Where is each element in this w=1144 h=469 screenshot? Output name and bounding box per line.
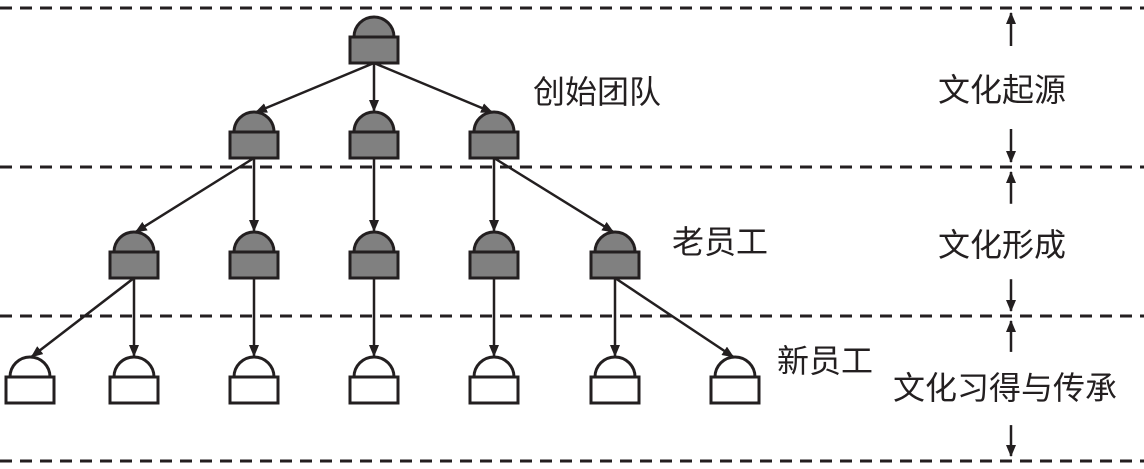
person-body-icon	[348, 130, 400, 160]
person-head-icon	[112, 230, 156, 254]
stage-label-origin: 文化起源	[938, 71, 1067, 109]
person-head-icon	[352, 15, 396, 39]
person-body-icon	[228, 375, 280, 405]
person-body-icon	[348, 250, 400, 280]
edge-arrow-0	[254, 61, 375, 114]
edge-arrow-2	[373, 61, 494, 114]
person-head-icon	[232, 355, 276, 379]
tier-label-founders: 创始团队	[533, 73, 662, 111]
tier-label-new: 新员工	[777, 342, 874, 380]
edge-arrow-8	[30, 277, 135, 358]
person-body-icon	[468, 250, 520, 280]
person-body-icon	[228, 130, 280, 160]
person-node-new-5	[589, 355, 641, 405]
person-node-new-6	[709, 355, 761, 405]
person-body-icon	[108, 250, 160, 280]
person-body-icon	[108, 375, 160, 405]
person-node-veteran-0	[108, 230, 160, 280]
person-body-icon	[348, 35, 400, 65]
person-node-veteran-3	[468, 230, 520, 280]
stage-label-transmission: 文化习得与传承	[893, 369, 1118, 407]
person-body-icon	[468, 130, 520, 160]
person-node-senior-1	[348, 110, 400, 160]
edge-arrow-7	[493, 156, 615, 234]
person-head-icon	[232, 230, 276, 254]
person-head-icon	[352, 110, 396, 134]
divider-lines	[0, 6, 1144, 463]
person-node-new-2	[228, 355, 280, 405]
person-body-icon	[589, 375, 641, 405]
person-body-icon	[348, 375, 400, 405]
person-node-founders-0	[348, 15, 400, 65]
person-head-icon	[232, 110, 276, 134]
person-nodes	[4, 15, 761, 405]
connection-arrows	[30, 61, 735, 358]
edge-arrow-14	[614, 276, 735, 358]
stage-label-formation: 文化形成	[938, 226, 1067, 264]
person-node-senior-2	[468, 110, 520, 160]
person-head-icon	[112, 355, 156, 379]
person-body-icon	[468, 375, 520, 405]
person-head-icon	[472, 355, 516, 379]
person-body-icon	[4, 375, 56, 405]
person-head-icon	[472, 230, 516, 254]
person-node-new-0	[4, 355, 56, 405]
person-body-icon	[709, 375, 761, 405]
person-head-icon	[593, 230, 637, 254]
person-head-icon	[352, 230, 396, 254]
edge-arrow-3	[134, 156, 255, 234]
person-node-new-4	[468, 355, 520, 405]
person-head-icon	[593, 355, 637, 379]
person-body-icon	[589, 250, 641, 280]
person-head-icon	[8, 355, 52, 379]
tier-label-senior: 老员工	[672, 223, 769, 261]
person-node-new-3	[348, 355, 400, 405]
person-body-icon	[228, 250, 280, 280]
person-head-icon	[352, 355, 396, 379]
person-head-icon	[713, 355, 757, 379]
person-node-senior-0	[228, 110, 280, 160]
person-node-veteran-2	[348, 230, 400, 280]
person-node-new-1	[108, 355, 160, 405]
person-head-icon	[472, 110, 516, 134]
person-node-veteran-1	[228, 230, 280, 280]
person-node-veteran-4	[589, 230, 641, 280]
